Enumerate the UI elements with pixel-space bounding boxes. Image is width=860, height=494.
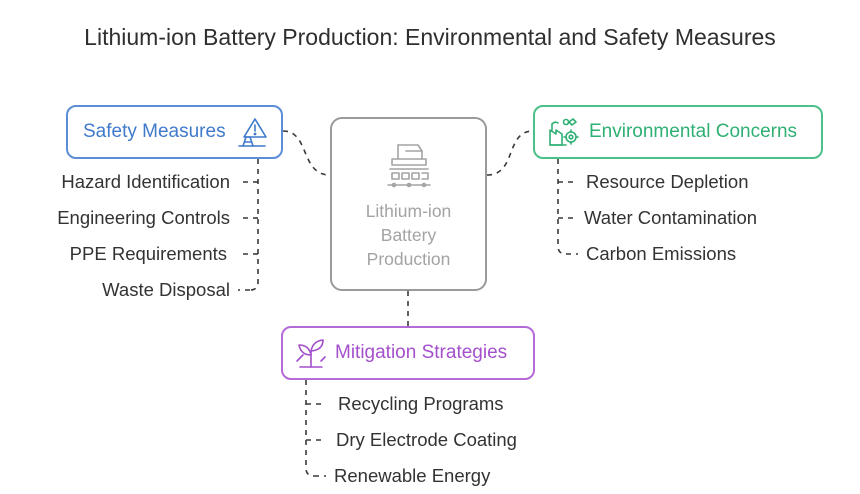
safety-item-hazard-identification: Hazard Identification: [61, 171, 230, 192]
plant-sprout-icon: [296, 339, 326, 368]
environmental-item-resource-depletion: Resource Depletion: [586, 171, 749, 192]
mitigation-item-dry-electrode-coating: Dry Electrode Coating: [336, 429, 517, 450]
connector-center-safety: [282, 130, 331, 176]
diagram-title: Lithium-ion Battery Production: Environm…: [84, 24, 776, 50]
connector-safety-spine: [249, 159, 259, 291]
warning-cone-icon: [237, 118, 267, 147]
safety-item-waste-disposal: Waste Disposal: [102, 279, 230, 300]
connector-mit-spine: [305, 380, 315, 477]
environmental-concerns-label: Environmental Concerns: [589, 121, 798, 142]
mitigation-strategies-label: Mitigation Strategies: [335, 342, 508, 363]
environmental-item-water-contamination: Water Contamination: [584, 207, 758, 228]
battery-factory-icon: [386, 144, 431, 188]
mitigation-strategies-node[interactable]: Mitigation Strategies: [281, 326, 535, 380]
environmental-concerns-node[interactable]: Environmental Concerns: [533, 105, 823, 159]
environmental-item-carbon-emissions: Carbon Emissions: [586, 243, 737, 264]
safety-item-engineering-controls: Engineering Controls: [57, 207, 230, 228]
connector-env-spine: [557, 159, 567, 255]
safety-item-ppe-requirements: PPE Requirements: [69, 243, 227, 264]
central-node-label: Lithium-ion Battery Production: [365, 201, 452, 269]
eco-factory-icon: [549, 118, 579, 146]
central-node-battery-production[interactable]: Lithium-ion Battery Production: [330, 117, 487, 291]
connector-center-environmental: [486, 130, 534, 176]
mitigation-item-renewable-energy: Renewable Energy: [334, 465, 491, 486]
safety-measures-label: Safety Measures: [83, 121, 226, 142]
safety-measures-node[interactable]: Safety Measures: [66, 105, 283, 159]
mitigation-item-recycling-programs: Recycling Programs: [338, 393, 504, 414]
